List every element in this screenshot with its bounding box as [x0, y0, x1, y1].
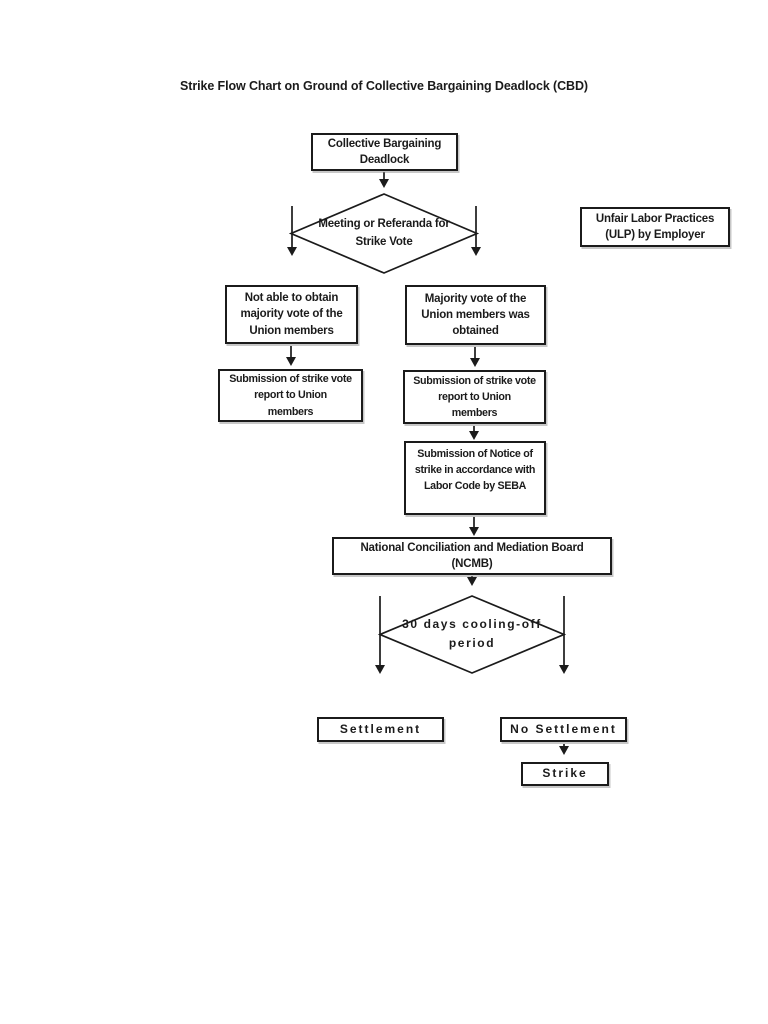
node-majority-vote-obtained: Majority vote of the Union members was o…: [405, 285, 546, 345]
node-text-line: Labor Code by SEBA: [423, 480, 527, 493]
node-text-line: 30 days cooling-off: [402, 617, 542, 632]
node-strike: Strike: [521, 762, 609, 786]
node-text-line: Collective Bargaining: [327, 137, 442, 150]
node-text-line: Union members: [249, 324, 334, 337]
node-unfair-labor-practices: Unfair Labor Practices (ULP) by Employer: [580, 207, 730, 247]
node-text-line: (NCMB): [451, 558, 493, 570]
node-text-line: members: [267, 405, 314, 418]
node-text-line: National Conciliation and Mediation Boar…: [360, 541, 584, 554]
node-not-able-to-obtain-majority: Not able to obtain majority vote of the …: [225, 285, 358, 344]
node-text-line: Strike Vote: [355, 235, 413, 248]
node-text-line: report to Union: [438, 390, 511, 403]
node-text-line: report to Union: [254, 389, 327, 402]
node-text-line: Unfair Labor Practices: [595, 212, 715, 225]
node-text-line: Deadlock: [359, 154, 410, 166]
node-submission-notice-of-strike: Submission of Notice of strike in accord…: [404, 441, 546, 515]
node-text-line: Union members was: [421, 308, 530, 321]
node-text-line: period: [448, 636, 496, 650]
node-text-line: Meeting or Referanda for: [318, 218, 450, 231]
node-text-line: Strike: [542, 766, 588, 781]
diamond-meeting-referanda: [288, 193, 480, 274]
node-no-settlement: No Settlement: [500, 717, 627, 742]
node-submission-strike-vote-report-right: Submission of strike vote report to Unio…: [403, 370, 546, 424]
node-text-line: obtained: [452, 325, 499, 338]
diamond-cooling-off: [377, 595, 567, 674]
node-text-line: Majority vote of the: [424, 292, 527, 305]
node-collective-bargaining-deadlock: Collective Bargaining Deadlock: [311, 133, 458, 171]
node-submission-strike-vote-report-left: Submission of strike vote report to Unio…: [218, 369, 363, 422]
node-meeting-or-referanda: Meeting or Referanda for Strike Vote: [294, 207, 474, 260]
node-text-line: Submission of strike vote: [413, 374, 536, 387]
node-text-line: strike in accordance with: [414, 464, 536, 477]
node-settlement: Settlement: [317, 717, 444, 742]
page-title: Strike Flow Chart on Ground of Collectiv…: [180, 79, 588, 93]
node-ncmb: National Conciliation and Mediation Boar…: [332, 537, 612, 575]
node-text-line: Not able to obtain: [244, 292, 339, 304]
node-text-line: Submission of Notice of: [417, 448, 533, 460]
decision-diamonds: [288, 193, 567, 674]
node-text-line: (ULP) by Employer: [605, 229, 705, 241]
node-text-line: majority vote of the: [240, 308, 343, 321]
node-cooling-off-period: 30 days cooling-off period: [382, 608, 562, 660]
node-text-line: members: [451, 407, 498, 420]
node-text-line: Settlement: [339, 721, 422, 736]
node-text-line: Submission of strike vote: [229, 373, 352, 386]
node-text-line: No Settlement: [510, 721, 617, 736]
